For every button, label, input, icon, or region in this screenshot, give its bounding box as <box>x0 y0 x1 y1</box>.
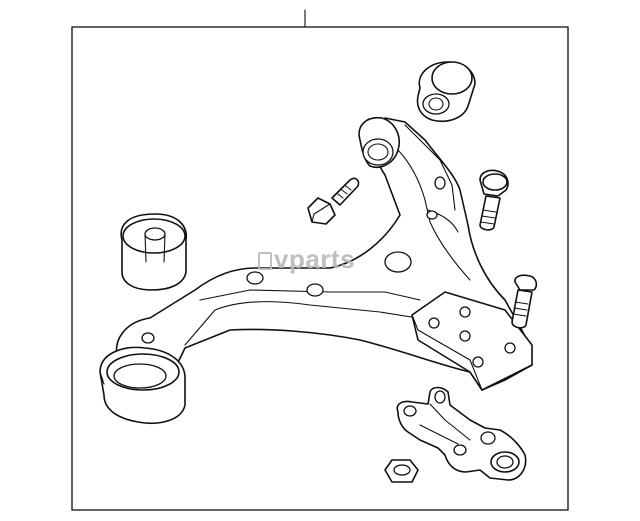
lower-control-arm <box>99 116 533 424</box>
ball-joint <box>396 386 527 481</box>
flange-bolt-left <box>307 177 360 225</box>
diagram-frame <box>71 26 569 511</box>
rear-bushing <box>120 213 187 291</box>
bolt-small <box>511 274 538 329</box>
front-bushing <box>416 61 476 122</box>
flange-bolt-right <box>479 169 509 231</box>
flange-nut <box>384 459 419 483</box>
